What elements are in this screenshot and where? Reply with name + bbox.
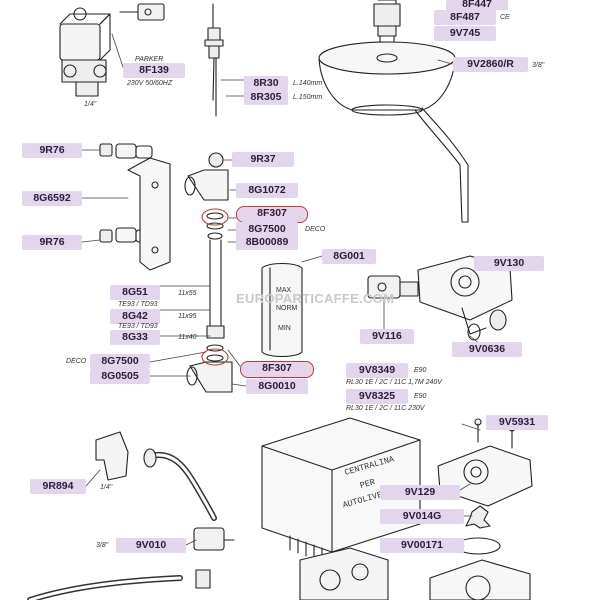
part-label-8g51: 8G51 [110, 285, 160, 300]
level-probe-drawing [204, 3, 224, 117]
note-te93-second: TE93 / TD93 [118, 323, 158, 330]
part-label-8g7500-bottom: 8G7500 [90, 354, 150, 369]
sight-tube-column-drawing [184, 152, 233, 393]
scale-norm-mark: NORM [276, 305, 298, 312]
note-deco-bottom: DECO [66, 358, 87, 365]
part-label-9r37: 9R37 [232, 152, 294, 167]
part-label-8f307-top: 8F307 [236, 206, 308, 223]
flowmeter-exploded-drawing [429, 418, 533, 600]
part-label-9v745: 9V745 [434, 26, 496, 41]
solenoid-valve-drawing [59, 3, 165, 97]
note-parker: PARKER [135, 56, 164, 63]
part-label-8g6592: 8G6592 [22, 191, 82, 206]
part-label-8f139: 8F139 [123, 63, 185, 78]
part-label-9v116: 9V116 [360, 329, 414, 344]
part-label-8f447: 8F447 [446, 0, 508, 10]
note-te93-first: TE93 / TD93 [118, 301, 158, 308]
part-label-9v00171: 9V00171 [380, 538, 464, 553]
part-label-9v8325: 9V8325 [346, 389, 408, 404]
part-label-8g1072: 8G1072 [236, 183, 298, 198]
flowmeter-drawing [367, 255, 513, 341]
part-label-9v129: 9V129 [380, 485, 460, 500]
part-label-9v8349: 9V8349 [346, 363, 408, 378]
part-label-8b00089: 8B00089 [236, 235, 298, 250]
scale-max-mark: MAX [276, 287, 292, 294]
note-e90-first: E90 [414, 367, 427, 374]
watermark-text: EUROPARTICAFFE.COM [236, 291, 395, 306]
note-size-11x55: 11x55 [178, 290, 197, 297]
note-length-150: L.150mm [293, 94, 323, 101]
bracket-gaskets-drawing [99, 143, 171, 271]
note-voltage: 230V 50/60HZ [127, 80, 173, 87]
level-scale-sleeve-drawing [261, 262, 303, 358]
part-label-8g7500-top: 8G7500 [236, 222, 298, 237]
note-size-1-4-bottom: 1/4" [100, 484, 113, 491]
part-label-8r30: 8R30 [244, 76, 288, 91]
part-label-8g001: 8G001 [322, 249, 376, 264]
part-label-8g33: 8G33 [110, 330, 160, 345]
part-label-9v0636: 9V0636 [452, 342, 522, 357]
note-size-3-8-bottom: 3/8" [96, 542, 109, 549]
note-size-3-8-top: 3/8" [532, 62, 545, 69]
part-label-9v5931: 9V5931 [486, 415, 548, 430]
highlight-ring-upper [201, 208, 229, 226]
part-label-9r76-top: 9R76 [22, 143, 82, 158]
part-label-9r76-bottom: 9R76 [22, 235, 82, 250]
part-label-9v014g: 9V014G [380, 509, 464, 524]
part-label-9v130: 9V130 [474, 256, 544, 271]
part-label-8g0505: 8G0505 [90, 369, 150, 384]
note-ce: CE [500, 14, 510, 21]
part-label-8g0010: 8G0010 [246, 379, 308, 394]
part-label-8g42: 8G42 [110, 309, 160, 324]
part-label-8r305: 8R305 [244, 90, 288, 105]
note-size-11x40: 11x40 [178, 334, 197, 341]
note-size-1-4-top: 1/4" [84, 101, 97, 108]
note-e90-second: E90 [414, 393, 427, 400]
part-label-9v010: 9V010 [116, 538, 186, 553]
part-label-8f487: 8F487 [434, 10, 496, 25]
part-label-9r894: 9R894 [30, 479, 86, 494]
note-length-140: L.140mm [293, 80, 323, 87]
note-rl30-second: RL30 1E / 2C / 11C 230V [346, 405, 425, 412]
part-label-9v2860r: 9V2860/R [453, 57, 528, 72]
fittings-drawing [27, 431, 235, 600]
note-deco-top: DECO [305, 226, 326, 233]
scale-min-mark: MIN [278, 325, 291, 332]
part-label-8f307-bottom: 8F307 [240, 361, 314, 378]
note-size-11x95: 11x95 [178, 313, 197, 320]
note-rl30-first: RL30 1E / 2C / 11C 1,7M 240V [346, 379, 442, 386]
highlight-ring-lower [201, 348, 229, 366]
